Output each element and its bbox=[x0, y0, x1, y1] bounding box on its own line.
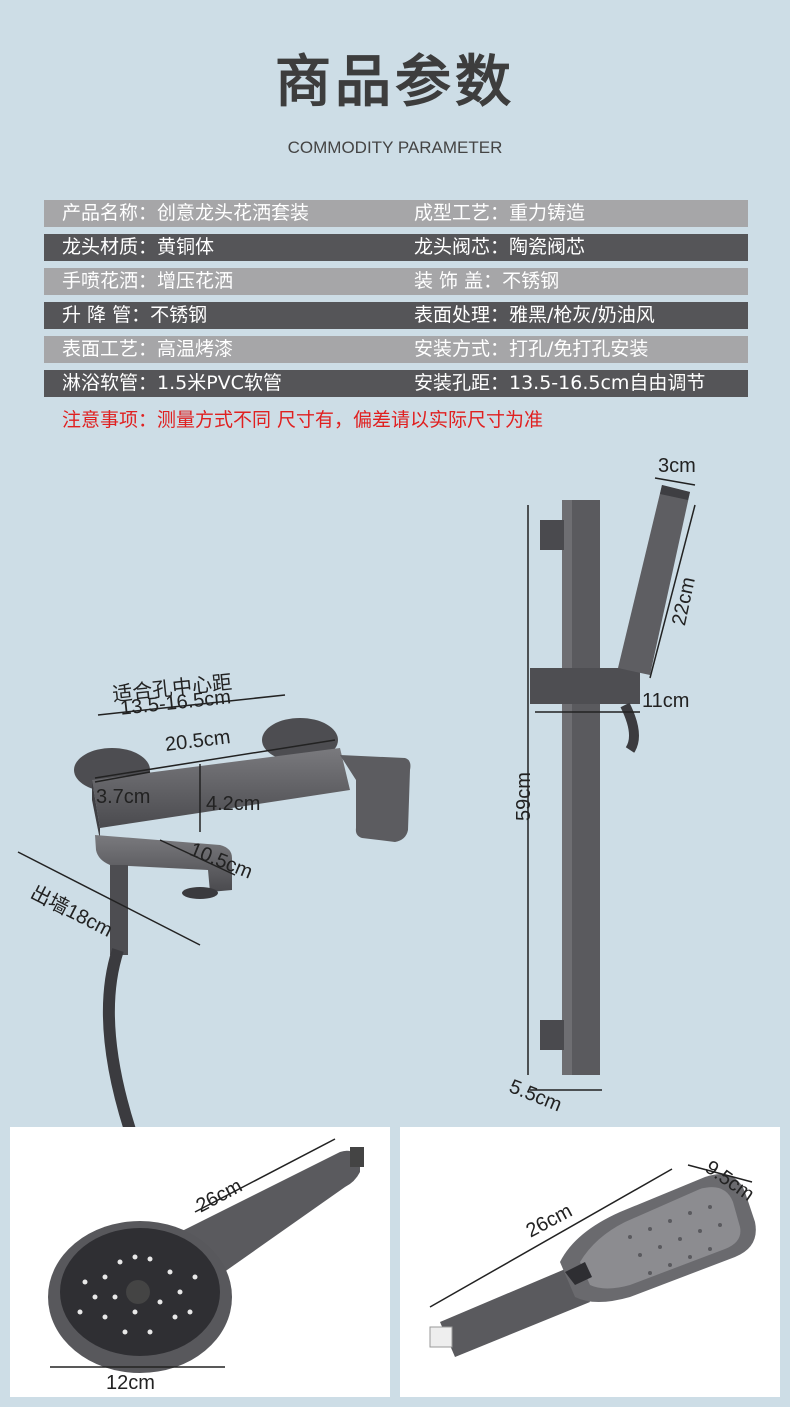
param-left: 升 降 管：不锈钢 bbox=[62, 304, 208, 326]
slider-width-label: 11cm bbox=[642, 690, 690, 712]
slide-rail-illustration bbox=[527, 477, 696, 1091]
round-shower-panel bbox=[10, 1127, 390, 1397]
round-shower-image bbox=[48, 1138, 364, 1373]
param-row: 升 降 管：不锈钢 表面处理：雅黑/枪灰/奶油风 bbox=[44, 302, 748, 329]
page-subtitle: COMMODITY PARAMETER bbox=[287, 138, 503, 157]
param-row: 手喷花洒：增压花洒 装 饰 盖：不锈钢 bbox=[44, 268, 748, 295]
faucet-height-label: 4.2cm bbox=[206, 793, 261, 815]
rail-length-label: 59cm bbox=[512, 772, 535, 821]
faucet-depth-label: 3.7cm bbox=[96, 786, 151, 808]
param-row: 淋浴软管：1.5米PVC软管 安装孔距：13.5-16.5cm自由调节 bbox=[44, 370, 748, 397]
square-shower-image bbox=[429, 1164, 756, 1357]
square-shower-panel bbox=[400, 1127, 780, 1397]
param-right: 安装方式：打孔/免打孔安装 bbox=[414, 338, 649, 360]
param-right: 装 饰 盖：不锈钢 bbox=[414, 270, 560, 292]
param-right: 龙头阀芯：陶瓷阀芯 bbox=[414, 236, 586, 258]
param-row: 龙头材质：黄铜体 龙头阀芯：陶瓷阀芯 bbox=[44, 234, 748, 261]
param-left: 龙头材质：黄铜体 bbox=[62, 236, 215, 258]
param-right: 成型工艺：重力铸造 bbox=[414, 202, 586, 224]
param-right: 表面处理：雅黑/枪灰/奶油风 bbox=[414, 304, 655, 326]
param-row: 产品名称：创意龙头花洒套装 成型工艺：重力铸造 bbox=[44, 200, 748, 227]
param-table: 产品名称：创意龙头花洒套装 成型工艺：重力铸造 龙头材质：黄铜体 龙头阀芯：陶瓷… bbox=[44, 200, 748, 404]
notice-text: 注意事项：测量方式不同 尺寸有，偏差请以实际尺寸为准 bbox=[62, 409, 544, 431]
param-left: 淋浴软管：1.5米PVC软管 bbox=[62, 372, 282, 394]
param-row: 表面工艺：高温烤漆 安装方式：打孔/免打孔安装 bbox=[44, 336, 748, 363]
round-shower-diameter-label: 12cm bbox=[106, 1372, 155, 1394]
param-left: 手喷花洒：增压花洒 bbox=[62, 270, 234, 292]
param-right: 安装孔距：13.5-16.5cm自由调节 bbox=[414, 372, 706, 394]
head-width-label: 3cm bbox=[658, 455, 696, 477]
page-title: 商品参数 bbox=[275, 50, 515, 115]
param-left: 表面工艺：高温烤漆 bbox=[62, 338, 234, 360]
faucet-illustration bbox=[17, 694, 411, 1130]
param-left: 产品名称：创意龙头花洒套装 bbox=[62, 202, 310, 224]
